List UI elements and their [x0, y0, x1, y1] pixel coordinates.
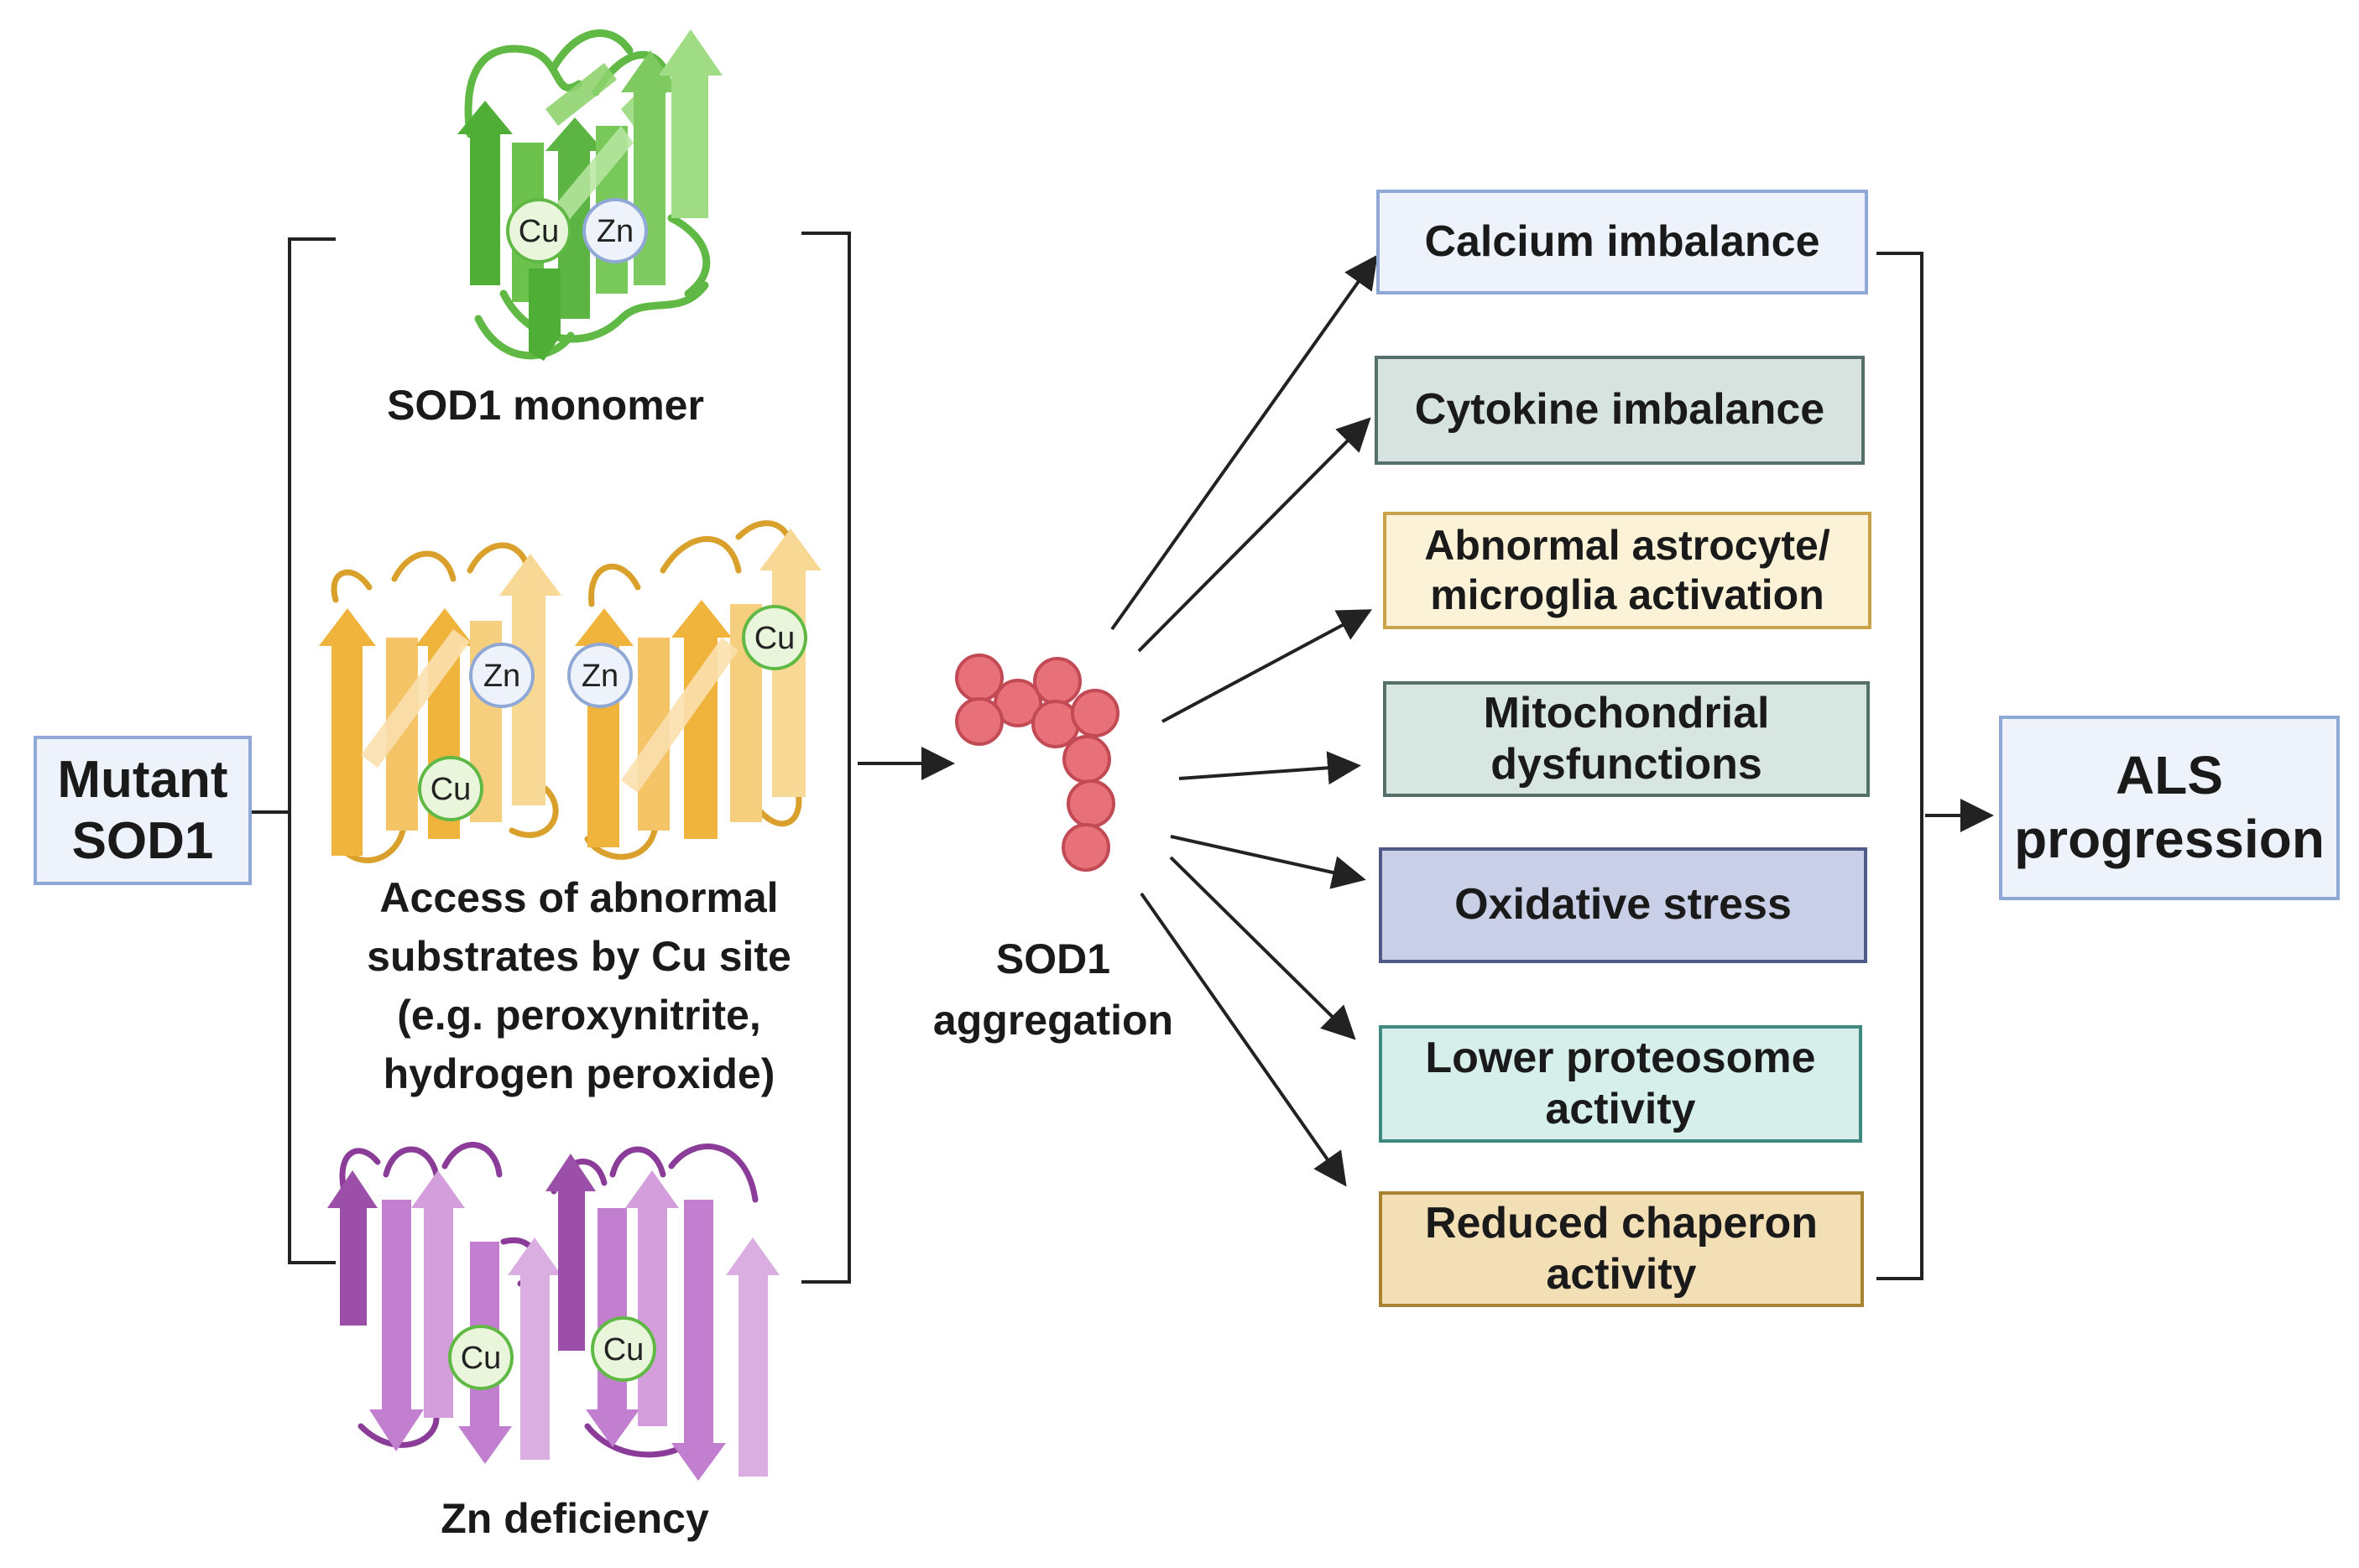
left-bracket: [288, 237, 336, 1264]
purple-strand: [508, 1237, 561, 1460]
sod1-monomer-structure: Cu Zn: [457, 29, 723, 361]
purple-strand: [411, 1170, 465, 1418]
mutant-label-line2: SOD1: [71, 812, 214, 870]
orange-strand: [621, 638, 738, 793]
effect-label-line2: dysfunctions: [1490, 740, 1762, 789]
mutant-label-line1: Mutant: [57, 750, 228, 809]
arrows: [858, 254, 1994, 1187]
effect-box-cytokine: Cytokine imbalance: [1375, 356, 1865, 465]
als-progression-box: ALS progression: [1999, 716, 2340, 900]
purple-strand: [671, 1200, 726, 1481]
effect-label-line1: Lower proteosome: [1425, 1033, 1816, 1082]
cu-ion-label: Cu: [754, 621, 796, 656]
connector-lines: [252, 232, 1923, 1284]
zn-ion-icon: [567, 643, 633, 708]
purple-strand: [545, 1154, 596, 1351]
outcome-label-line2: progression: [2014, 809, 2325, 869]
green-strand: [457, 101, 513, 285]
arrow-oxidative: [1170, 835, 1366, 889]
zn-ion-icon: [469, 643, 535, 708]
cu-ion-label: Cu: [519, 214, 560, 249]
cu-access-label-line2: substrates by Cu site: [367, 933, 791, 980]
orange-strand: [319, 608, 376, 856]
effect-box-proteosome: Lower proteosome activity: [1379, 1025, 1862, 1143]
zn-deficiency-label: Zn deficiency: [441, 1495, 709, 1542]
arrow-astrocyte: [1161, 609, 1373, 723]
cu-ion-icon: [506, 198, 571, 263]
cu-ion-icon: [591, 1316, 656, 1382]
effects-bracket: [1876, 252, 1923, 1280]
purple-strand: [327, 1170, 378, 1326]
purple-strand: [369, 1200, 424, 1451]
purple-strand: [726, 1237, 780, 1477]
monomer-label: SOD1 monomer: [387, 382, 704, 429]
effect-label: Cytokine imbalance: [1414, 385, 1825, 435]
cu-access-structure: Zn Cu Zn Cu: [319, 520, 822, 863]
cu-ion-icon: [418, 756, 483, 821]
green-strand: [545, 63, 617, 126]
zn-ion-icon: [582, 198, 648, 263]
outcome-label-line1: ALS: [2116, 745, 2223, 806]
orange-strand: [361, 629, 470, 768]
arrow-mitochondrial: [1178, 751, 1361, 785]
effect-label-line1: Abnormal astrocyte/: [1424, 522, 1830, 569]
cu-ion-label: Cu: [603, 1332, 645, 1367]
cu-ion-label: Cu: [461, 1341, 502, 1376]
effect-label-line2: activity: [1545, 1085, 1696, 1133]
effect-box-calcium: Calcium imbalance: [1376, 190, 1868, 294]
cu-access-label-line1: Access of abnormal: [379, 874, 778, 921]
purple-strand: [625, 1170, 679, 1426]
arrow-proteosome: [1169, 856, 1356, 1040]
cu-ion-icon: [742, 605, 807, 670]
arrow-chaperon: [1140, 892, 1347, 1187]
zn-ion-label: Zn: [582, 659, 618, 694]
sod1-aggregate-icon: [955, 654, 1119, 872]
arrow-calcium: [1110, 254, 1378, 631]
effect-box-chaperon: Reduced chaperon activity: [1379, 1191, 1864, 1307]
effect-label: Oxidative stress: [1454, 880, 1792, 930]
effect-box-oxidative: Oxidative stress: [1379, 847, 1867, 963]
effect-label-line1: Mitochondrial: [1483, 688, 1770, 737]
effect-label-line2: microglia activation: [1430, 571, 1824, 618]
zn-ion-label: Zn: [483, 659, 520, 694]
green-strand: [659, 29, 723, 218]
cu-ion-label: Cu: [431, 772, 472, 807]
effect-label: Calcium imbalance: [1424, 216, 1820, 266]
mutant-sod1-box: Mutant SOD1: [34, 736, 252, 885]
aggregation-label-line2: aggregation: [933, 997, 1173, 1044]
zn-ion-label: Zn: [597, 214, 634, 249]
effect-label-line1: Reduced chaperon: [1424, 1198, 1819, 1248]
zn-deficiency-structure: Cu Cu: [327, 1142, 780, 1481]
cu-access-label-line4: hydrogen peroxide): [384, 1050, 775, 1097]
effect-box-mitochondrial: Mitochondrial dysfunctions: [1383, 681, 1870, 797]
arrow-cytokine: [1137, 417, 1371, 653]
right-bracket: [801, 232, 851, 1284]
aggregation-label-line1: SOD1: [996, 935, 1110, 982]
cu-ion-icon: [448, 1325, 514, 1390]
effect-label-line2: activity: [1546, 1250, 1697, 1299]
effect-box-astrocyte: Abnormal astrocyte/ microglia activation: [1383, 512, 1871, 629]
cu-access-label-line3: (e.g. peroxynitrite,: [397, 992, 760, 1039]
green-strand: [529, 268, 561, 361]
